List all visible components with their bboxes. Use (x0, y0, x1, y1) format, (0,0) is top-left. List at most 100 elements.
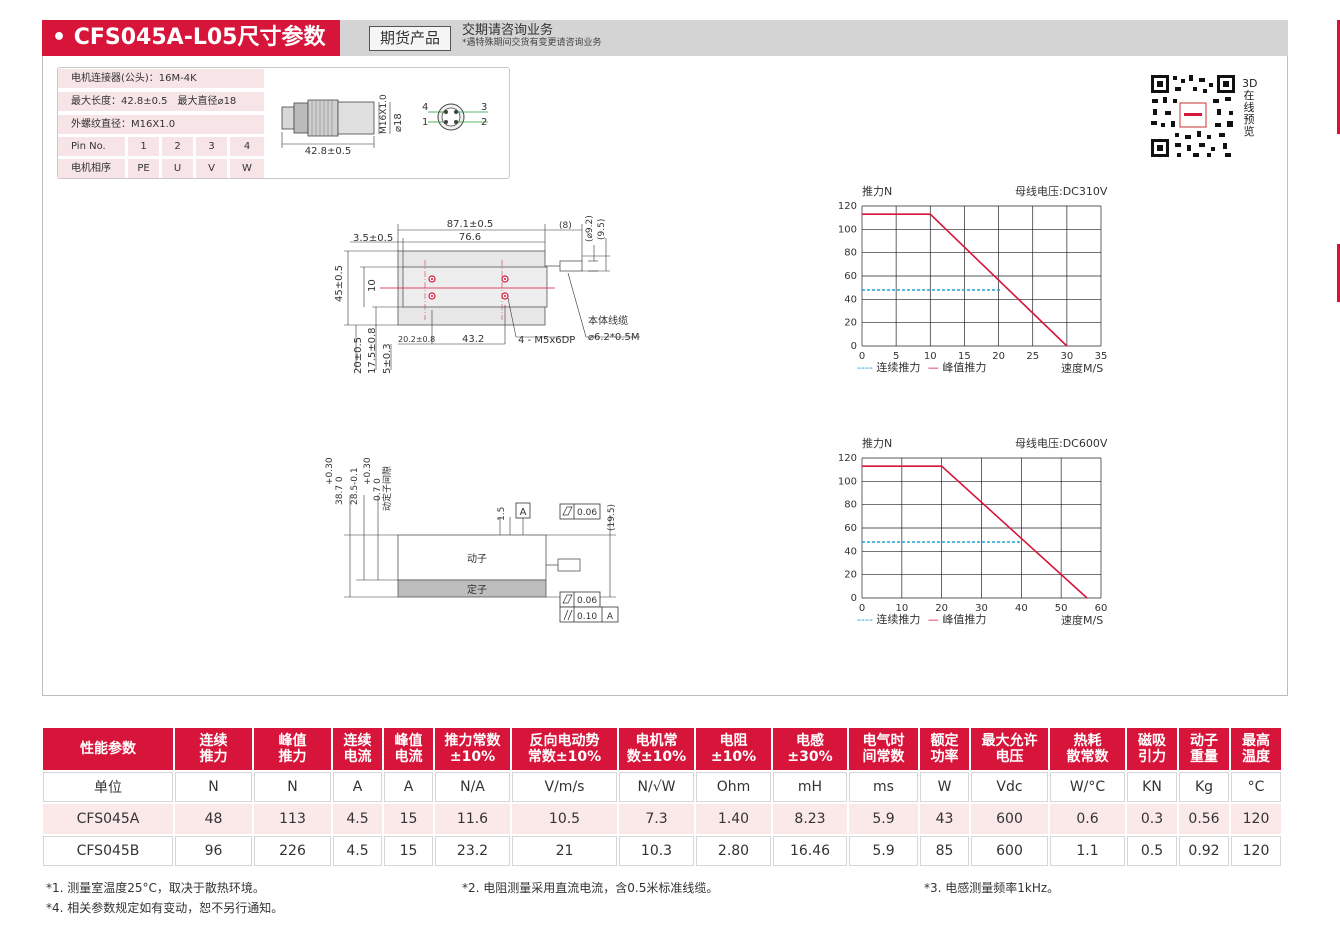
note-3: *3. 电感测量频率1kHz。 (924, 881, 1060, 895)
row-label: 单位 (43, 772, 173, 804)
x-tick-label: 60 (1095, 603, 1108, 612)
unit-cell: N/A (435, 772, 510, 804)
chart2-ylabel: 推力N (862, 437, 893, 450)
dim-0-7: 0.7 0 (373, 478, 383, 501)
unit-cell: A (384, 772, 433, 804)
pin-no-label: Pin No. (58, 137, 125, 156)
y-tick-label: 20 (844, 570, 857, 581)
unit-cell: ms (849, 772, 918, 804)
unit-cell: W (920, 772, 969, 804)
pin-2-label: 2 (481, 117, 487, 128)
unit-cell: N (254, 772, 331, 804)
phase-value: PE (128, 159, 159, 178)
connector-length-dim: 42.8±0.5 (305, 146, 352, 157)
delivery-main-text: 交期请咨询业务 (462, 23, 554, 38)
chart1-bus-voltage: 母线电压:DC310V (1015, 185, 1108, 198)
datum-a: A (520, 507, 527, 518)
futures-product-badge: 期货产品 (369, 26, 451, 51)
table-cell: 7.3 (619, 804, 694, 836)
pin-4-label: 4 (422, 102, 428, 113)
y-tick-label: 100 (838, 476, 857, 487)
table-cell: 43 (920, 804, 969, 836)
table-cell: 0.5 (1127, 836, 1177, 868)
pin-3-label: 3 (481, 102, 487, 113)
peak-force-line (862, 465, 1088, 599)
chart2-xlabel: 速度M/S (1061, 614, 1104, 627)
column-header: 电阻 ±10% (696, 728, 771, 772)
table-cell: 113 (254, 804, 331, 836)
dim-8: (8) (559, 221, 572, 231)
chart1-legend: ---- 连续推力 — 峰值推力 (857, 359, 986, 375)
tol-2: +0.30 (363, 457, 373, 485)
cable-spec: ⌀6.2*0.5M (588, 332, 639, 343)
connector-drawing: 42.8±0.5 M16X1.0 ⌀18 4 3 1 2 (281, 94, 488, 157)
flatness-bottom: 0.06 (577, 596, 597, 606)
dim-28-5: 28.5-0.1 (350, 467, 360, 505)
legend-peak: 峰值推力 (942, 361, 987, 374)
stator-label: 定子 (467, 583, 487, 596)
page-title: • CFS045A-L05尺寸参数 (42, 20, 340, 56)
phase-value: U (162, 159, 193, 178)
pin-number: 4 (230, 137, 264, 156)
y-tick-label: 120 (838, 201, 857, 212)
unit-cell: N (175, 772, 252, 804)
y-tick-label: 20 (844, 318, 857, 329)
datum-a-ref: A (607, 612, 614, 622)
table-cell: 15 (384, 804, 433, 836)
y-tick-label: 80 (844, 248, 857, 259)
dim-20-2: 20.2±0.8 (398, 335, 435, 344)
column-header: 电气时 间常数 (849, 728, 918, 772)
x-tick-label: 10 (924, 351, 937, 360)
x-tick-label: 10 (895, 603, 908, 612)
x-tick-label: 20 (935, 603, 948, 612)
delivery-sub-text: *遇特殊期间交货有变更请咨询业务 (462, 38, 602, 48)
legend-line-icon: — (927, 361, 939, 374)
table-cell: 10.5 (512, 804, 617, 836)
legend-line-icon: — (927, 613, 939, 626)
gap-label: 动定子间隙 (381, 466, 393, 511)
mover-label: 动子 (467, 553, 487, 565)
column-header: 性能参数 (43, 728, 173, 772)
model-name: CFS045B (43, 836, 173, 868)
table-cell: 0.92 (1179, 836, 1229, 868)
column-header: 峰值 电流 (384, 728, 433, 772)
legend-dash-icon: ---- (857, 613, 873, 626)
table-cell: 600 (971, 804, 1048, 836)
dim-43-2: 43.2 (462, 334, 484, 345)
connector-thread-dim: M16X1.0 (379, 94, 389, 134)
x-tick-label: 0 (859, 603, 865, 612)
specs-table: 性能参数连续 推力峰值 推力连续 电流峰值 电流推力常数 ±10%反向电动势 常… (41, 728, 1283, 868)
table-cell: 2.80 (696, 836, 771, 868)
column-header: 额定 功率 (920, 728, 969, 772)
x-tick-label: 15 (958, 351, 971, 360)
qr-code-icon[interactable] (1149, 73, 1237, 159)
column-header: 电感 ±30% (773, 728, 847, 772)
unit-cell: mH (773, 772, 847, 804)
side-view-drawing: 动子 定子 A 0.06 (19.5) 1.5 0.06 0.10 A +0.3… (325, 457, 619, 623)
y-tick-label: 0 (851, 593, 857, 604)
x-tick-label: 40 (1015, 603, 1028, 612)
legend-continuous: 连续推力 (876, 613, 921, 626)
table-cell: 48 (175, 804, 252, 836)
x-tick-label: 50 (1055, 603, 1068, 612)
table-cell: 0.56 (1179, 804, 1229, 836)
legend-peak: 峰值推力 (942, 613, 987, 626)
column-header: 最高 温度 (1231, 728, 1281, 772)
y-tick-label: 40 (844, 546, 857, 557)
3d-preview-label[interactable]: 3D在线预览 (1242, 77, 1258, 138)
column-header: 热耗 散常数 (1050, 728, 1125, 772)
table-cell: 120 (1231, 804, 1281, 836)
phase-label: 电机相序 (58, 159, 125, 178)
unit-cell: KN (1127, 772, 1177, 804)
table-cell: 11.6 (435, 804, 510, 836)
unit-cell: N/√W (619, 772, 694, 804)
y-tick-label: 60 (844, 523, 857, 534)
table-cell: 1.1 (1050, 836, 1125, 868)
model-name: CFS045A (43, 804, 173, 836)
unit-cell: Vdc (971, 772, 1048, 804)
phase-value: W (230, 159, 264, 178)
table-cell: 5.9 (849, 836, 918, 868)
table-cell: 85 (920, 836, 969, 868)
table-cell: 15 (384, 836, 433, 868)
